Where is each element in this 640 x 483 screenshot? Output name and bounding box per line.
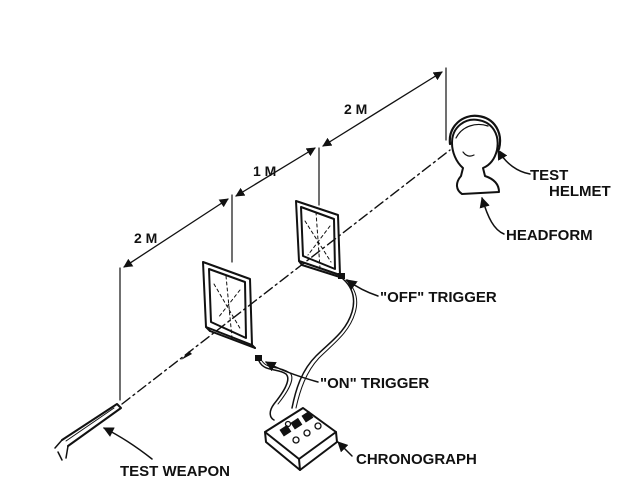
off-trigger-box: [338, 273, 345, 279]
on-trigger-leader: [265, 361, 319, 383]
dimension-line-2m-far: [322, 71, 443, 147]
off-trigger-screen: [295, 200, 344, 279]
dimension-line-1m: [235, 147, 316, 197]
test-helmet-label-line2: HELMET: [549, 183, 611, 200]
off-trigger-cable: [291, 278, 355, 409]
test-weapon-label: TEST WEAPON: [120, 463, 230, 480]
chronograph-display-1: [279, 424, 292, 437]
off-trigger-cable-inner: [295, 279, 358, 409]
test-weapon: [54, 403, 122, 461]
chronograph-label: CHRONOGRAPH: [356, 451, 477, 468]
trajectory-line: [121, 149, 451, 405]
helmet-shell: [448, 114, 502, 151]
on-trigger-box: [255, 355, 262, 361]
test-weapon-leader: [103, 427, 153, 460]
chronograph-device: [264, 407, 338, 471]
test-helmet-leader: [497, 149, 531, 175]
off-trigger-leader: [346, 279, 379, 297]
headform-label: HEADFORM: [506, 227, 593, 244]
dimension-label-2m-near: 2 M: [134, 230, 157, 246]
on-trigger-label: "ON" TRIGGER: [320, 375, 429, 392]
off-trigger-label: "OFF" TRIGGER: [380, 289, 497, 306]
chronograph-leader: [337, 441, 353, 457]
test-helmet-label-line1: TEST: [530, 167, 568, 184]
dimension-line-2m-near: [123, 198, 229, 268]
dimension-label-1m: 1 M: [253, 163, 276, 179]
chronograph-display-3: [301, 410, 314, 423]
chronograph-knob-3: [314, 422, 322, 430]
headform-leader: [479, 196, 505, 235]
chronograph-knob-4: [284, 420, 292, 428]
chronograph-knob-2: [303, 429, 311, 437]
projectile-icon: [181, 351, 192, 360]
on-trigger-screen: [202, 261, 256, 349]
chronograph-display-2: [290, 417, 303, 430]
chronograph-knob-1: [292, 436, 300, 444]
dimension-label-2m-far: 2 M: [344, 101, 367, 117]
headform-with-helmet: [448, 114, 502, 195]
